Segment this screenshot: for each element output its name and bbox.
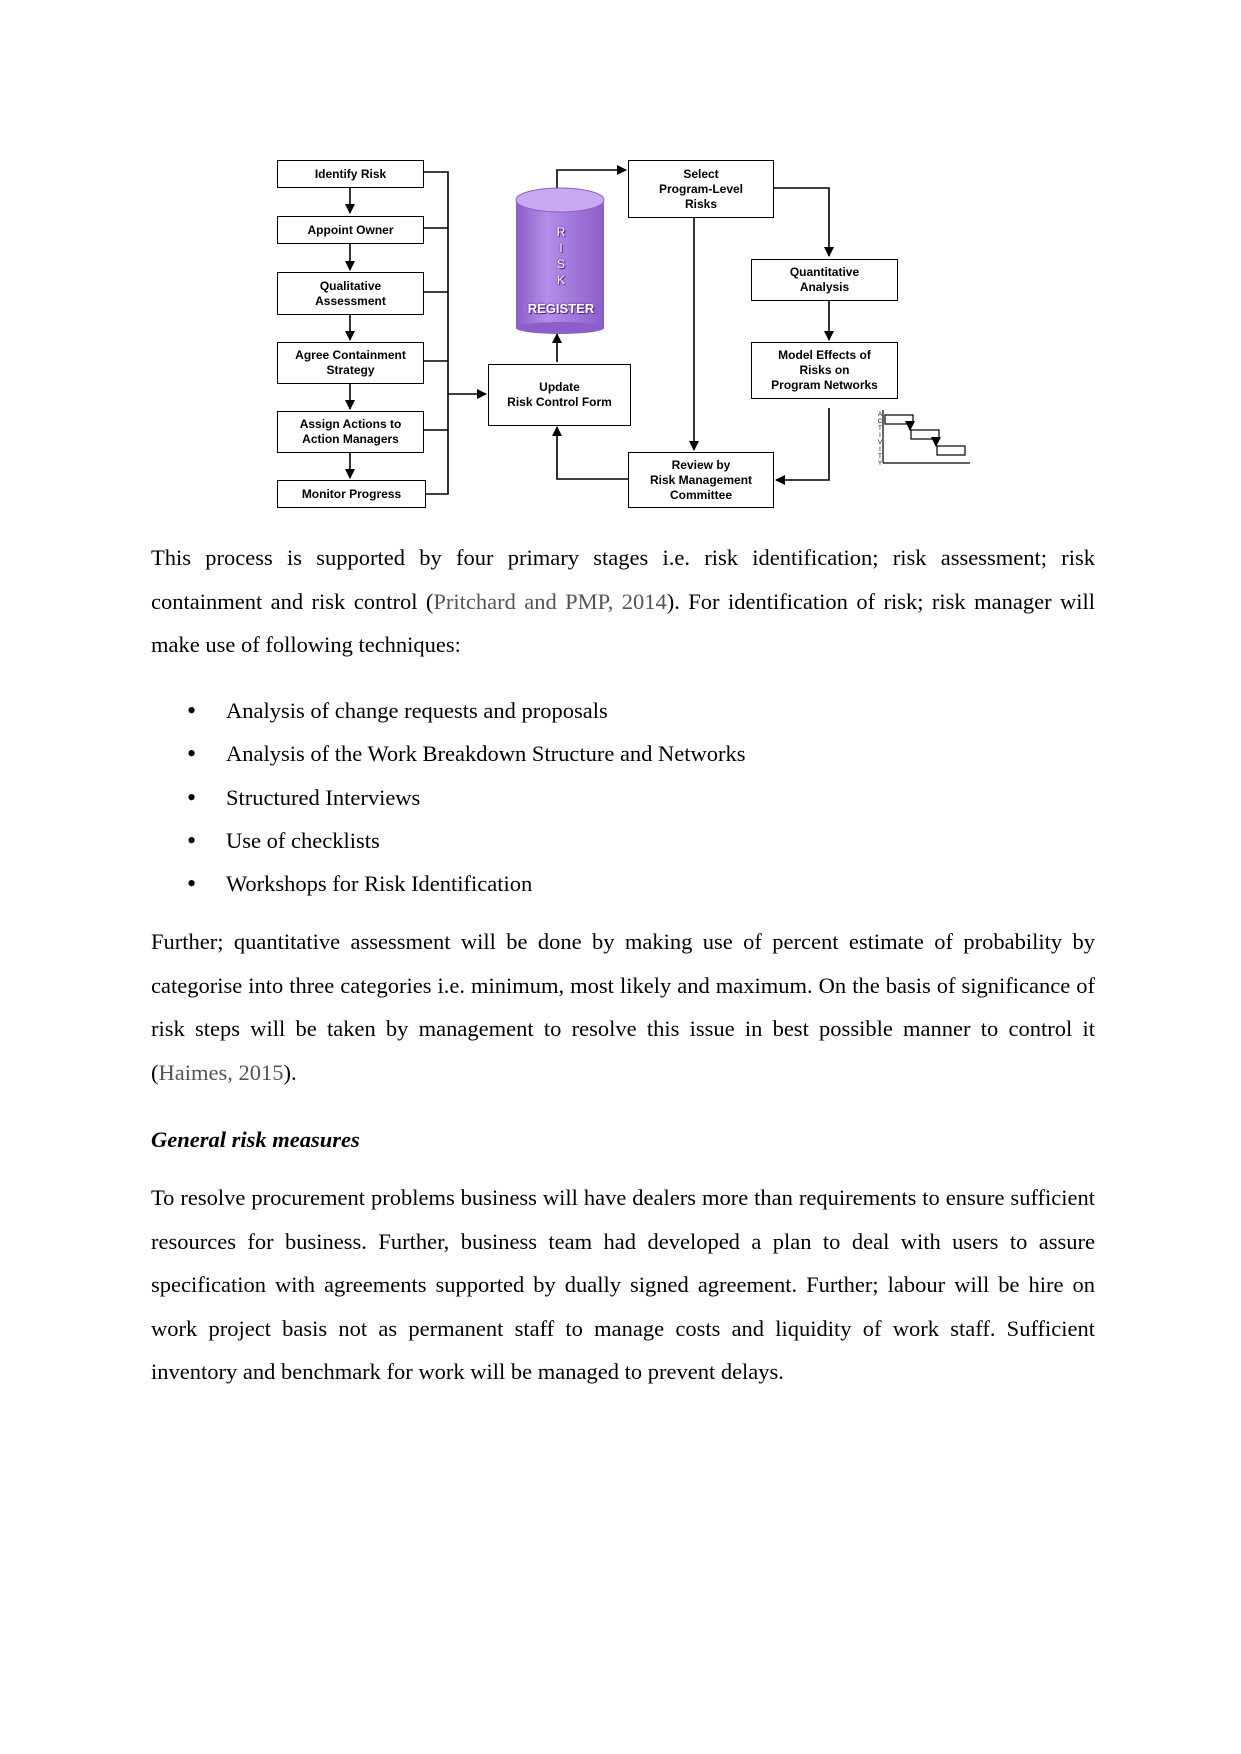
paragraph-3: To resolve procurement problems business… xyxy=(151,1185,1095,1384)
list-item: Analysis of the Work Breakdown Structure… xyxy=(151,732,1095,776)
list-item: Workshops for Risk Identification xyxy=(151,862,1095,906)
activity-axis-label: A C T I V I T Y xyxy=(877,412,883,467)
risk-process-diagram: Identify Risk Appoint Owner Qualitative … xyxy=(0,0,1241,520)
arrow-review-to-update xyxy=(552,426,628,480)
arrow-select-to-quantitative xyxy=(774,187,834,257)
list-item: Analysis of change requests and proposal… xyxy=(151,689,1095,733)
review-committee-box: Review by Risk Management Committee xyxy=(628,452,774,508)
appoint-owner-box: Appoint Owner xyxy=(277,216,424,244)
select-program-level-risks-box: Select Program-Level Risks xyxy=(628,160,774,218)
bracket-left-column xyxy=(424,171,449,495)
update-risk-control-form-box: Update Risk Control Form xyxy=(488,364,631,426)
assign-actions-box: Assign Actions to Action Managers xyxy=(277,411,424,453)
paragraph-2-text-a: Further; quantitative assessment will be… xyxy=(151,929,1095,1085)
technique-list: Analysis of change requests and proposal… xyxy=(151,689,1095,906)
model-effects-box: Model Effects of Risks on Program Networ… xyxy=(751,342,898,399)
paragraph-2: Further; quantitative assessment will be… xyxy=(151,920,1095,1094)
register-letters: R I S K xyxy=(556,225,566,287)
section-heading: General risk measures xyxy=(151,1127,360,1152)
list-item: Use of checklists xyxy=(151,819,1095,863)
arrow-register-to-select xyxy=(556,165,627,188)
citation-haimes: Haimes, 2015 xyxy=(158,1059,284,1085)
gantt-chart-graphic xyxy=(882,410,970,464)
paragraph-1-text-b: ). For identification of risk; risk mana… xyxy=(151,588,1095,658)
citation-pritchard: Pritchard and PMP, 2014 xyxy=(433,588,667,614)
agree-containment-box: Agree Containment Strategy xyxy=(277,342,424,384)
diagram-connectors xyxy=(345,165,970,495)
list-item: Structured Interviews xyxy=(151,776,1095,820)
monitor-progress-box: Monitor Progress xyxy=(277,480,426,508)
quantitative-analysis-box: Quantitative Analysis xyxy=(751,259,898,301)
paragraph-2-text-b: ). xyxy=(283,1059,297,1085)
register-label: REGISTER xyxy=(527,301,595,316)
paragraph-1: This process is supported by four primar… xyxy=(151,536,1095,667)
risk-register-cylinder xyxy=(515,187,605,334)
arrow-model-to-review xyxy=(775,408,830,485)
qualitative-assessment-box: Qualitative Assessment xyxy=(277,272,424,315)
paragraph-1-text-a: This process is supported by four primar… xyxy=(151,545,1095,614)
identify-risk-box: Identify Risk xyxy=(277,160,424,188)
